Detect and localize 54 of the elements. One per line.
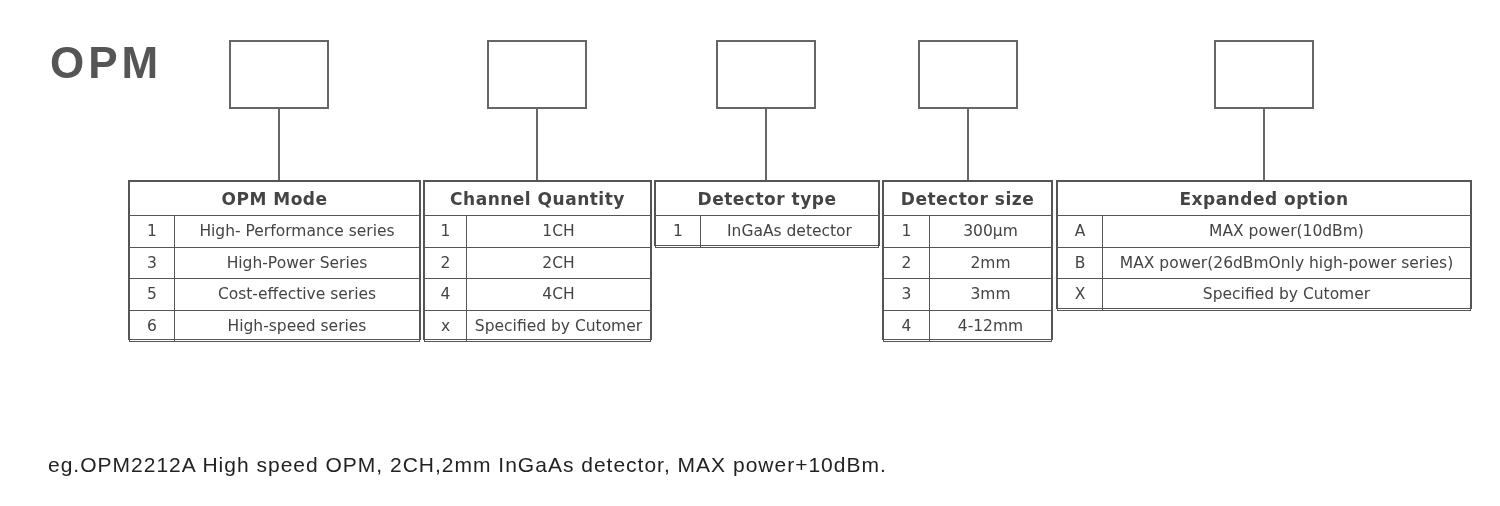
header-cell: OPM Mode (129, 181, 420, 216)
option-table (1056, 180, 1472, 309)
code-box (716, 40, 816, 109)
code-cell: B (1057, 247, 1103, 279)
header-cell: Channel Quantity (424, 181, 651, 216)
code-cell: 1 (424, 215, 467, 247)
code-box (918, 40, 1018, 109)
code-cell: 3 (883, 278, 930, 310)
connector-line (967, 108, 969, 181)
connector-line (536, 108, 538, 181)
connector-line (1263, 108, 1265, 181)
value-cell: Specified by Cutomer (1102, 278, 1471, 310)
connector-line (278, 108, 280, 181)
value-cell: 2mm (929, 247, 1052, 279)
code-cell: 4 (883, 310, 930, 342)
code-cell: 5 (129, 278, 175, 310)
value-cell: 300μm (929, 215, 1052, 247)
code-box (229, 40, 329, 109)
value-cell: 2CH (466, 247, 651, 279)
value-cell: MAX power(10dBm) (1102, 215, 1471, 247)
code-cell: X (1057, 278, 1103, 310)
value-cell: High-Power Series (174, 247, 420, 279)
option-table (128, 180, 421, 340)
code-box (487, 40, 587, 109)
value-cell: 1CH (466, 215, 651, 247)
code-box (1214, 40, 1314, 109)
code-cell: A (1057, 215, 1103, 247)
caption: eg.OPM2212A High speed OPM, 2CH,2mm InGaAs detector, MAX power+10dBm. (48, 453, 887, 477)
code-cell: 3 (129, 247, 175, 279)
value-cell: MAX power(26dBmOnly high-power series) (1102, 247, 1471, 279)
option-table (882, 180, 1053, 340)
code-cell: 4 (424, 278, 467, 310)
connector-line (765, 108, 767, 181)
title: OPM (50, 38, 163, 88)
value-cell: High- Performance series (174, 215, 420, 247)
value-cell: Specified by Cutomer (466, 310, 651, 342)
header-cell: Detector size (883, 181, 1052, 216)
header-cell: Expanded option (1057, 181, 1471, 216)
option-table (423, 180, 652, 340)
code-cell: 2 (883, 247, 930, 279)
code-cell: x (424, 310, 467, 342)
value-cell: High-speed series (174, 310, 420, 342)
value-cell: 3mm (929, 278, 1052, 310)
header-cell: Detector type (655, 181, 879, 216)
code-cell: 1 (655, 215, 701, 247)
value-cell: Cost-effective series (174, 278, 420, 310)
code-cell: 6 (129, 310, 175, 342)
option-table (654, 180, 880, 246)
code-cell: 1 (883, 215, 930, 247)
code-cell: 1 (129, 215, 175, 247)
code-cell: 2 (424, 247, 467, 279)
value-cell: 4-12mm (929, 310, 1052, 342)
value-cell: 4CH (466, 278, 651, 310)
value-cell: InGaAs detector (700, 215, 879, 247)
